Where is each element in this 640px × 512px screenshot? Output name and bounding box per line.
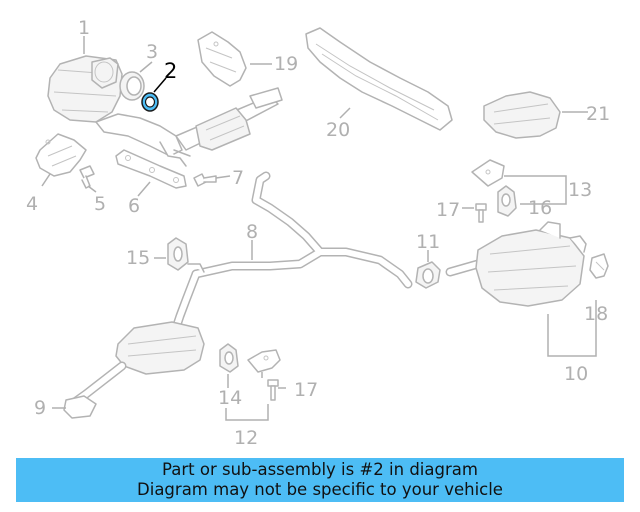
- leader-lines: [41, 36, 597, 421]
- part-13-bracket[interactable]: [471, 159, 505, 187]
- callout-17-lower: 17: [294, 379, 318, 401]
- callout-14: 14: [218, 387, 242, 409]
- callout-21: 21: [586, 103, 610, 125]
- callout-8: 8: [246, 221, 258, 243]
- part-11-clamp[interactable]: [415, 261, 441, 289]
- part-9-front-muffler[interactable]: [63, 321, 205, 419]
- part-6-shield[interactable]: [115, 149, 187, 189]
- callout-5: 5: [94, 193, 106, 215]
- callout-20: 20: [326, 119, 350, 141]
- callout-4: 4: [26, 193, 38, 215]
- part-20-tunnel-shield[interactable]: [305, 27, 453, 131]
- part-10-rear-silencer[interactable]: [445, 221, 587, 307]
- part-7-bolt[interactable]: [193, 173, 217, 187]
- part-15-rubber-mount[interactable]: [167, 237, 189, 271]
- callout-7: 7: [232, 167, 244, 189]
- callout-15: 15: [126, 247, 150, 269]
- banner-line-1: Part or sub-assembly is #2 in diagram: [162, 460, 478, 479]
- part-17-bolt-upper[interactable]: [475, 203, 487, 223]
- part-18-hanger[interactable]: [589, 253, 609, 279]
- callout-17-upper: 17: [436, 199, 460, 221]
- exhaust-parts-diagram: 1 2 3 4 5 6 7 8 9 10 11 12 13 14 15 16 1…: [26, 17, 610, 449]
- part-5-bolt[interactable]: [79, 165, 95, 189]
- banner-line-2: Diagram may not be specific to your vehi…: [137, 480, 503, 499]
- callout-2: 2: [164, 59, 177, 83]
- part-19-heat-shield[interactable]: [197, 31, 247, 87]
- callout-19: 19: [274, 53, 298, 75]
- part-21-heat-shield[interactable]: [483, 91, 561, 139]
- callout-9: 9: [34, 397, 46, 419]
- callout-labels: 1 2 3 4 5 6 7 8 9 10 11 12 13 14 15 16 1…: [26, 17, 610, 449]
- callout-11: 11: [416, 231, 440, 253]
- part-4-bracket[interactable]: [35, 133, 87, 177]
- part-14-rubber-mount[interactable]: [219, 343, 239, 373]
- part-2-gasket[interactable]: [141, 92, 159, 112]
- part-1-catalytic-converter[interactable]: [47, 55, 283, 167]
- part-17-bolt-lower[interactable]: [267, 379, 279, 401]
- info-banner: Part or sub-assembly is #2 in diagram Di…: [16, 458, 624, 502]
- part-12-bracket[interactable]: [247, 349, 281, 373]
- callout-18: 18: [584, 303, 608, 325]
- part-3-ring[interactable]: [119, 71, 145, 101]
- callout-16: 16: [528, 197, 552, 219]
- callout-10: 10: [564, 363, 588, 385]
- callout-6: 6: [128, 195, 140, 217]
- callout-1: 1: [78, 17, 90, 39]
- callout-12: 12: [234, 427, 258, 449]
- part-8-intermediate-pipe[interactable]: [171, 171, 413, 333]
- callout-3: 3: [146, 41, 158, 63]
- part-16-rubber-mount[interactable]: [497, 185, 517, 217]
- callout-13: 13: [568, 179, 592, 201]
